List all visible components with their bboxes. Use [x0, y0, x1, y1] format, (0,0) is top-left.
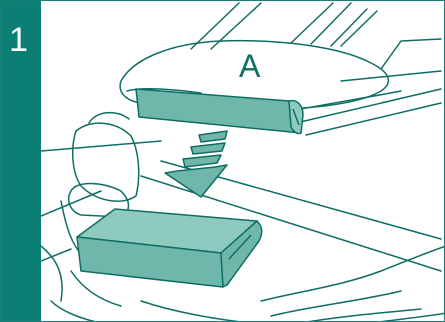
- step-sidebar: 1: [1, 1, 41, 321]
- part-top: [135, 88, 304, 135]
- frame-lines: [41, 2, 444, 321]
- part-label-a: A: [239, 48, 261, 84]
- assembly-illustration: A: [41, 2, 444, 321]
- part-bottom: [76, 208, 263, 288]
- down-arrow-icon: [164, 130, 228, 198]
- step-number: 1: [9, 21, 28, 59]
